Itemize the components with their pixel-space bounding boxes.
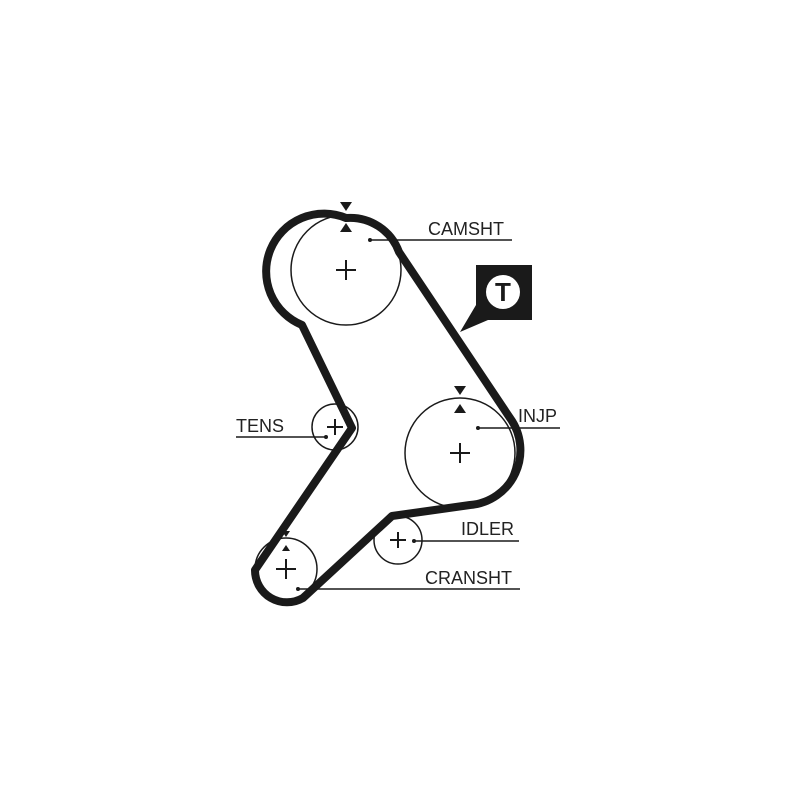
- camshaft-leader: [368, 238, 512, 242]
- tensioner-center-icon: [327, 419, 343, 435]
- tensioner-badge-icon: T: [460, 265, 532, 332]
- timing-belt: [250, 209, 525, 607]
- crankshaft-label: CRANSHT: [425, 568, 512, 588]
- tensioner-label: TENS: [236, 416, 284, 436]
- injection-pump-timing-mark-icon: [454, 386, 466, 413]
- camshaft-label: CAMSHT: [428, 219, 504, 239]
- crankshaft-leader: [296, 587, 520, 591]
- idler-leader: [412, 539, 519, 543]
- camshaft-center-icon: [336, 260, 356, 280]
- tensioner-badge-letter: T: [495, 277, 511, 307]
- camshaft-timing-mark-icon: [340, 202, 352, 232]
- injection-pump-center-icon: [450, 443, 470, 463]
- crankshaft-timing-mark-icon: [282, 531, 290, 551]
- injection-pump-label: INJP: [518, 406, 557, 426]
- idler-center-icon: [390, 532, 406, 548]
- idler-label: IDLER: [461, 519, 514, 539]
- tensioner-leader: [236, 435, 328, 439]
- injection-pump-leader: [476, 426, 560, 430]
- crankshaft-center-icon: [276, 559, 296, 579]
